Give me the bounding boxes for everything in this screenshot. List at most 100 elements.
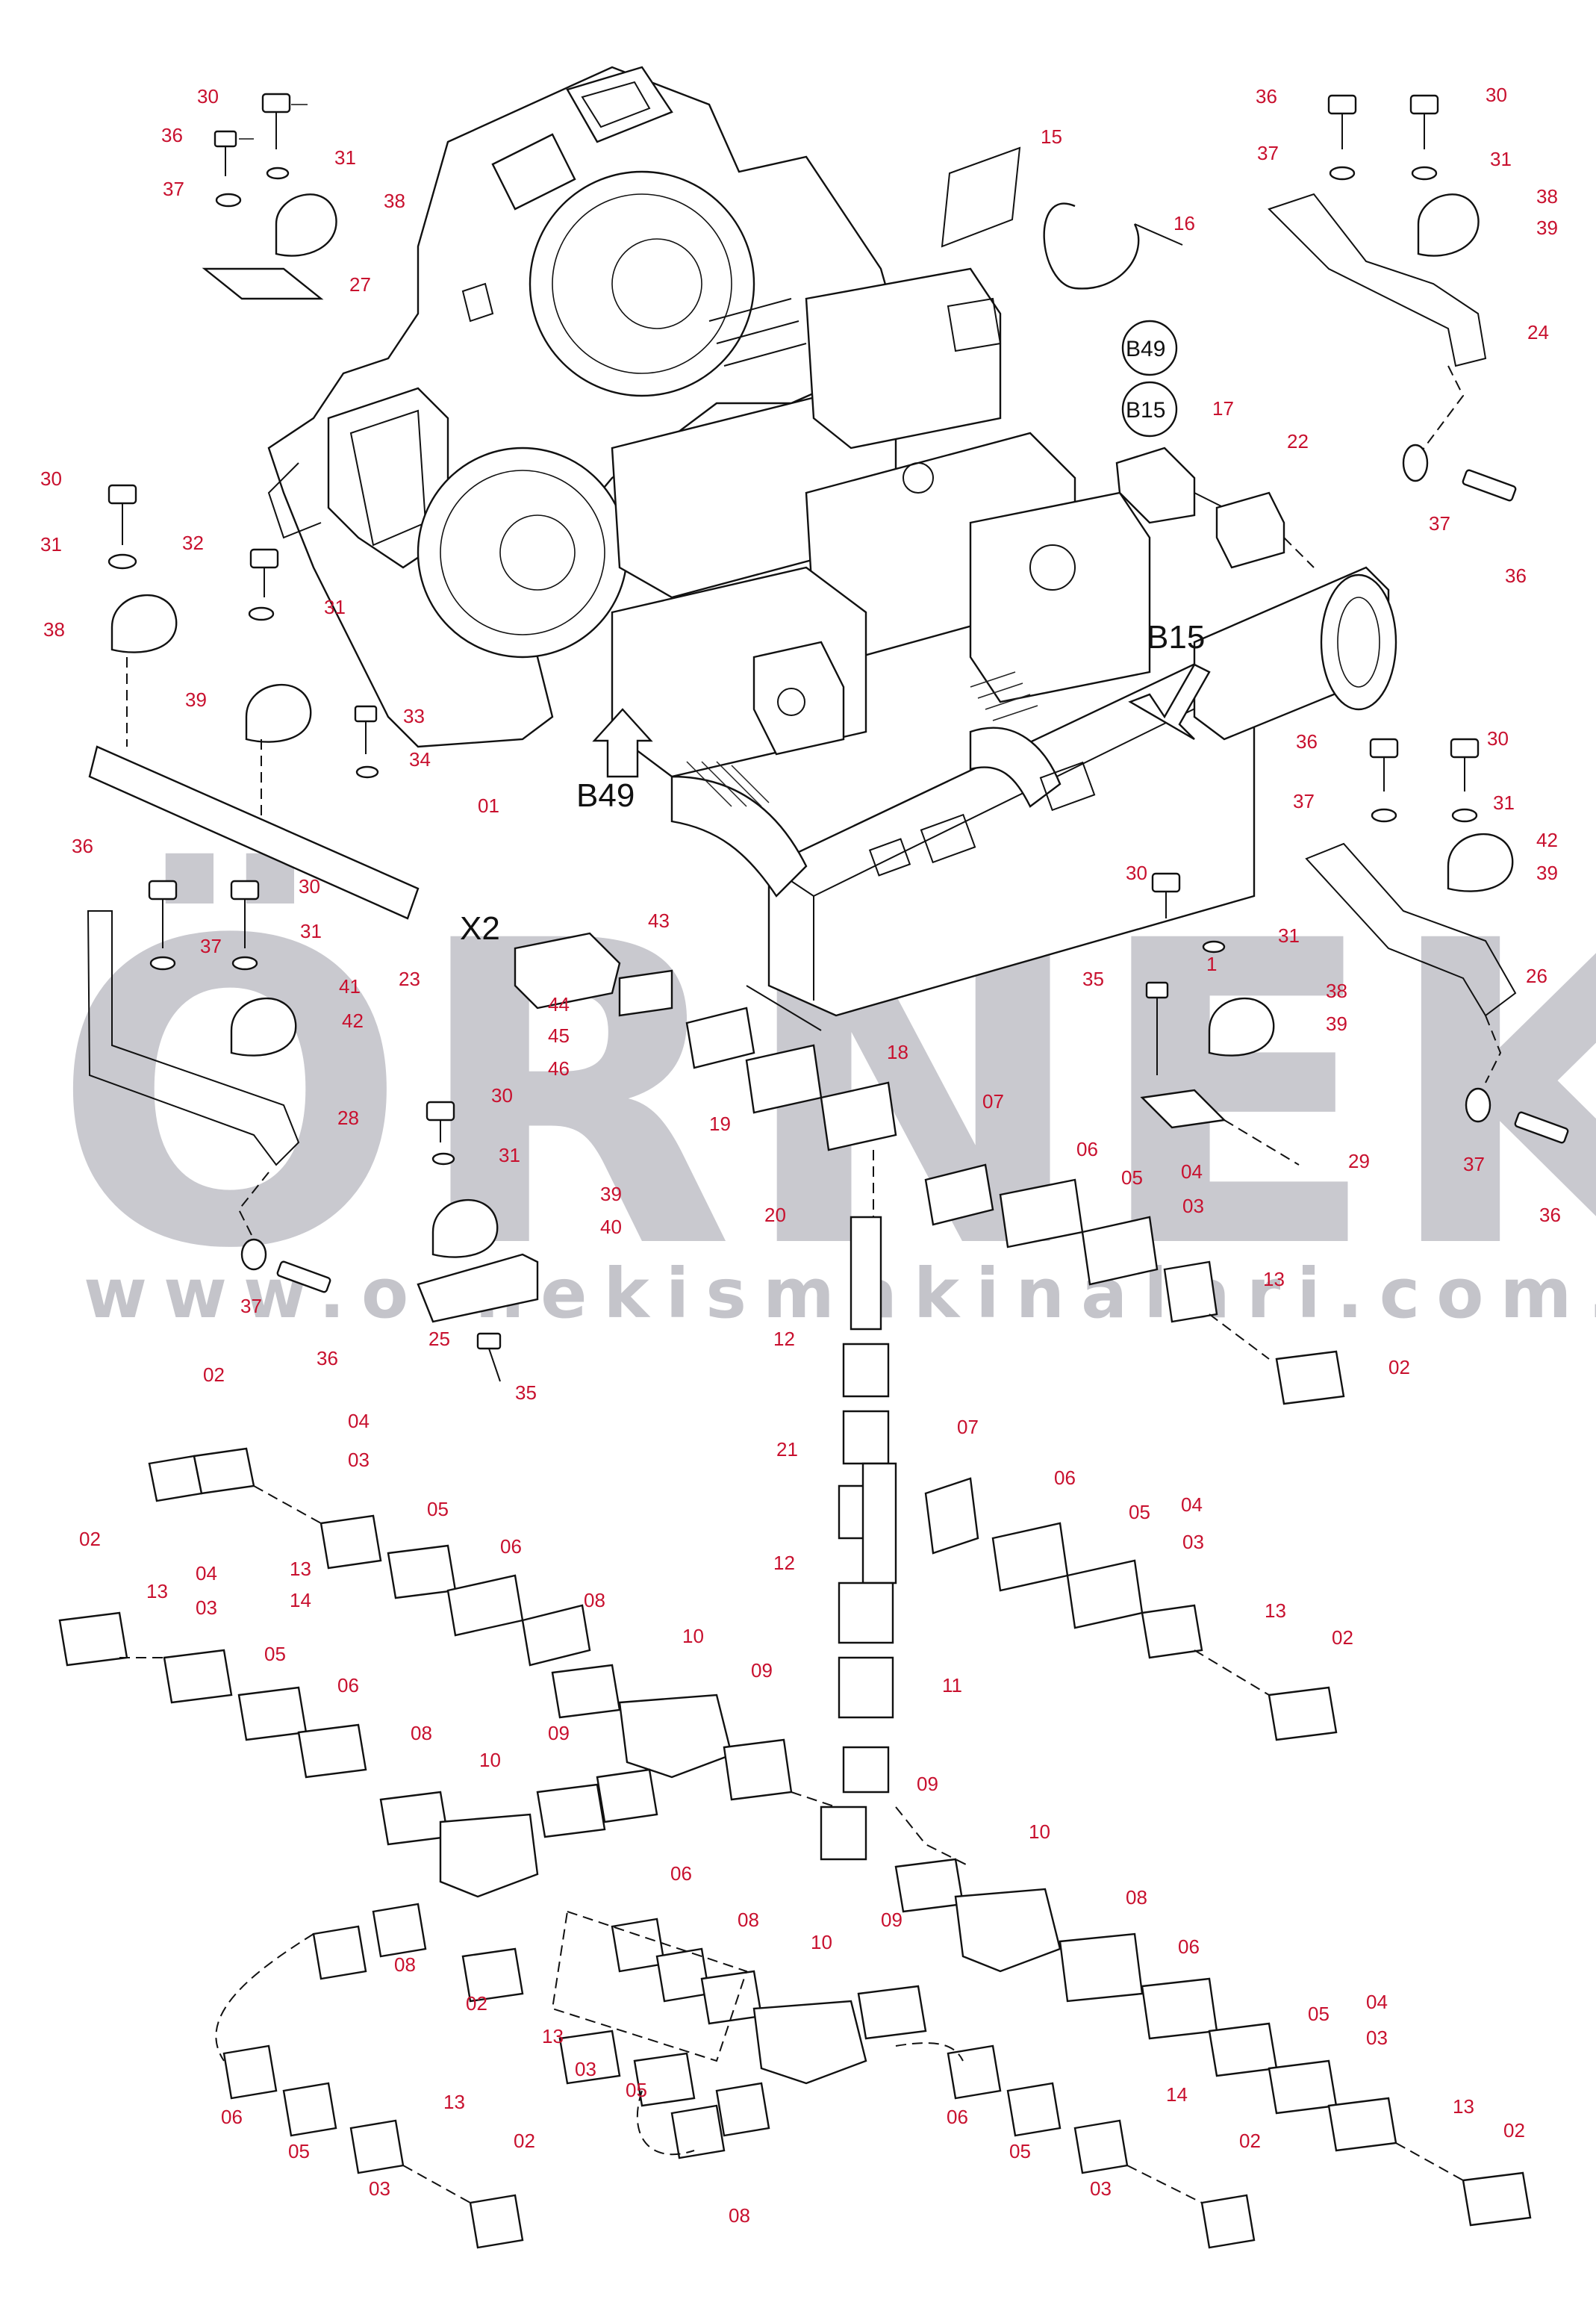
ref-x2-label: X2 [460, 910, 500, 947]
callout-42: 42 [1536, 829, 1558, 851]
callout-02: 02 [1388, 1356, 1410, 1378]
callout-36: 36 [1505, 565, 1527, 587]
callout-37: 37 [1293, 790, 1315, 812]
callout-37: 37 [163, 178, 184, 200]
harness-hoses [119, 1150, 1464, 2204]
b15-arrow-icon [1128, 663, 1211, 741]
callout-08: 08 [411, 1722, 432, 1744]
callout-28: 28 [337, 1107, 359, 1129]
callout-39: 39 [1536, 862, 1558, 884]
callout-03: 03 [369, 2177, 390, 2200]
exhaust-mesh [686, 671, 1038, 807]
callout-06: 06 [221, 2106, 243, 2128]
clamp-cluster-29 [1140, 872, 1300, 1166]
callout-03: 03 [1366, 2027, 1388, 2049]
transmission-housing [267, 66, 897, 748]
callout-39: 39 [185, 688, 207, 711]
callout-37: 37 [200, 935, 222, 957]
callout-30: 30 [491, 1084, 513, 1107]
callout-35: 35 [1082, 968, 1104, 990]
callout-13: 13 [1263, 1268, 1285, 1290]
callout-10: 10 [811, 1931, 832, 1953]
callout-15: 15 [1041, 125, 1062, 148]
callout-08: 08 [1126, 1886, 1147, 1909]
callout-40: 40 [600, 1216, 622, 1238]
callout-05: 05 [1121, 1166, 1143, 1189]
callout-31: 31 [1278, 924, 1300, 947]
callout-06: 06 [670, 1862, 692, 1885]
callout-25: 25 [428, 1328, 450, 1350]
callout-30: 30 [1486, 84, 1507, 106]
ref-b15-label: B15 [1147, 619, 1205, 656]
callout-26: 26 [1526, 965, 1547, 987]
callout-04: 04 [1181, 1160, 1203, 1183]
callout-05: 05 [1129, 1501, 1150, 1523]
callout-13: 13 [1453, 2095, 1474, 2118]
clamp-cluster-26 [1305, 738, 1569, 1144]
callout-36: 36 [1539, 1204, 1561, 1226]
callout-02: 02 [79, 1528, 101, 1550]
callout-05: 05 [288, 2140, 310, 2162]
reference-b15: B15 [1128, 619, 1211, 741]
callout-10: 10 [682, 1625, 704, 1647]
callout-09: 09 [917, 1773, 938, 1795]
callout-18: 18 [887, 1041, 908, 1063]
callout-12: 12 [773, 1552, 795, 1574]
callout-17: 17 [1212, 397, 1234, 420]
callout-21: 21 [776, 1438, 798, 1461]
callout-05: 05 [626, 2079, 647, 2101]
callout-37: 37 [1463, 1153, 1485, 1175]
callout-08: 08 [584, 1589, 605, 1611]
callout-13: 13 [146, 1580, 168, 1602]
callout-41: 41 [339, 975, 361, 998]
exhaust-muffler [670, 566, 1397, 1031]
clamp-cluster-23 [88, 484, 420, 920]
callout-31: 31 [300, 920, 322, 942]
callout-37: 37 [240, 1295, 262, 1317]
callout-38: 38 [43, 618, 65, 641]
callout-39: 39 [1326, 1013, 1347, 1035]
callout-05: 05 [1009, 2140, 1031, 2162]
callout-09: 09 [548, 1722, 570, 1744]
callout-05: 05 [1308, 2003, 1330, 2025]
callout-31: 31 [1493, 791, 1515, 814]
clamp-cluster-28 [87, 880, 331, 1293]
callout-04: 04 [348, 1410, 370, 1432]
callout-02: 02 [514, 2130, 535, 2152]
callout-14: 14 [290, 1589, 311, 1611]
callout-11: 11 [942, 1674, 962, 1696]
callout-19: 19 [709, 1113, 731, 1135]
callout-31: 31 [324, 596, 346, 618]
callout-13: 13 [290, 1558, 311, 1580]
callout-03: 03 [1182, 1531, 1204, 1553]
clamp-cluster-25 [417, 1101, 539, 1382]
b49-arrow-icon [592, 708, 653, 778]
callout-02: 02 [1503, 2119, 1525, 2142]
callout-03: 03 [1090, 2177, 1112, 2200]
harness-connectors [58, 932, 1532, 2249]
callout-45: 45 [548, 1024, 570, 1047]
callout-02: 02 [203, 1363, 225, 1386]
callout-42: 42 [342, 1010, 364, 1032]
callout-14: 14 [1166, 2083, 1188, 2106]
callout-38: 38 [1326, 980, 1347, 1002]
callout-16: 16 [1173, 212, 1195, 234]
callout-09: 09 [751, 1659, 773, 1682]
callout-30: 30 [299, 875, 320, 898]
callout-38: 38 [1536, 185, 1558, 208]
callout-06: 06 [337, 1674, 359, 1696]
callout-02: 02 [466, 1992, 487, 2015]
callout-37: 37 [1257, 142, 1279, 164]
callout-37: 37 [1429, 512, 1450, 535]
callout-30: 30 [1126, 862, 1147, 884]
callout-29: 29 [1348, 1150, 1370, 1172]
callout-46: 46 [548, 1057, 570, 1080]
callout-35: 35 [515, 1381, 537, 1404]
callout-06: 06 [500, 1535, 522, 1558]
callout-04: 04 [1181, 1493, 1203, 1516]
callout-03: 03 [575, 2058, 596, 2080]
callout-36: 36 [161, 124, 183, 146]
callout-06: 06 [1076, 1138, 1098, 1160]
circle-ref-b15: B15 [1126, 398, 1165, 423]
callout-06: 06 [947, 2106, 968, 2128]
